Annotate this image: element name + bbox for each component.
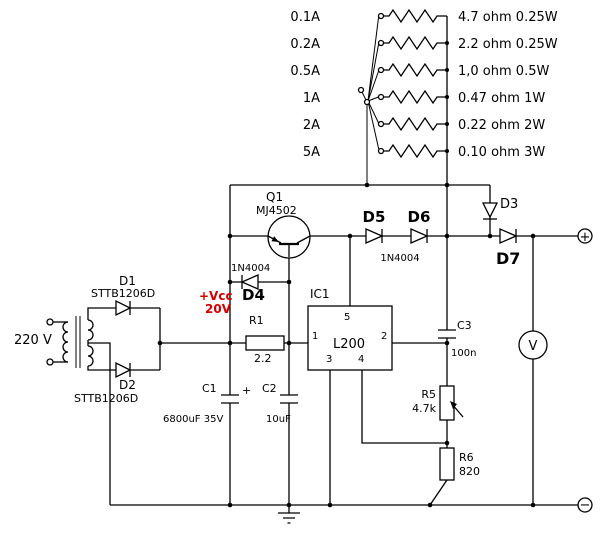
sense-label-0: 4.7 ohm 0.25W [458, 10, 558, 25]
current-range-switch [357, 12, 385, 155]
sense-label-5: 0.10 ohm 3W [458, 145, 545, 160]
diode-d3 [481, 202, 499, 220]
sense-label-2: 1,0 ohm 0.5W [458, 64, 549, 79]
ic-l200 [307, 305, 393, 371]
switch-pole-contact [357, 86, 365, 94]
transformer-primary-coil [62, 321, 69, 363]
cap-c2 [280, 394, 298, 404]
label-pin3: 3 [326, 354, 332, 365]
mains-terminal-top [46, 318, 54, 326]
label-vcc-voltage: 20V [205, 302, 232, 316]
output-terminal-positive [577, 228, 593, 244]
transistor-q1 [267, 215, 311, 259]
diode-d2 [115, 361, 132, 379]
sense-label-3: 0.47 ohm 1W [458, 91, 545, 106]
label-r5-value: 4.7k [412, 402, 436, 415]
sense-label-4: 0.22 ohm 2W [458, 118, 545, 133]
label-d2: D2 [119, 378, 136, 392]
transformer-secondary-coil [87, 319, 94, 367]
label-d4-part: 1N4004 [231, 263, 270, 274]
label-q1: Q1 [266, 190, 283, 204]
label-pin2: 2 [381, 331, 387, 342]
label-d7: D7 [496, 249, 520, 268]
label-r5: R5 [421, 388, 436, 401]
resistor-r6 [439, 447, 455, 481]
sense-resistor-labels: 4.7 ohm 0.25W 2.2 ohm 0.25W 1,0 ohm 0.5W… [458, 10, 558, 160]
negative-terminal-label: − [580, 498, 591, 513]
label-d4: D4 [242, 286, 265, 304]
label-c3: C3 [457, 319, 472, 332]
label-c2-value: 10uF [266, 414, 291, 425]
sense-label-1: 2.2 ohm 0.25W [458, 37, 558, 52]
ground-symbol [278, 505, 300, 524]
pot-wiper-arrow [450, 401, 457, 409]
label-c1-polarity: + [242, 384, 251, 397]
transformer [46, 316, 94, 368]
q1-emitter-arrow [271, 236, 279, 242]
diode-d7 [499, 228, 518, 244]
output-terminal-negative [577, 497, 593, 513]
mains-terminal-bottom [46, 358, 54, 366]
label-d3: D3 [500, 197, 518, 212]
voltmeter [518, 330, 548, 360]
label-r6: R6 [459, 451, 474, 464]
pot-r5 [439, 385, 464, 421]
label-d6: D6 [408, 208, 431, 226]
mains-voltage-label: 220 V [14, 333, 52, 348]
label-d2-part: STTB1206D [74, 392, 138, 405]
transformer-core [75, 316, 81, 368]
label-vcc: +Vcc [199, 289, 233, 303]
label-c2: C2 [262, 382, 277, 395]
cap-c1 [221, 394, 239, 404]
label-d5d6-part: 1N4004 [380, 253, 419, 264]
positive-terminal-label: + [580, 230, 591, 245]
switch-wiper-pivot [363, 98, 371, 106]
label-q1-part: MJ4502 [256, 204, 297, 217]
label-ic1-part: L200 [333, 337, 365, 352]
diode-d4 [240, 274, 259, 290]
label-r1-value: 2.2 [254, 352, 272, 365]
current-range-labels: 0.1A 0.2A 0.5A 1A 2A 5A [290, 10, 320, 160]
diode-d1 [115, 299, 132, 317]
label-pin5: 5 [344, 312, 350, 323]
range-label-2: 0.5A [290, 64, 320, 79]
label-ic1: IC1 [310, 287, 330, 301]
range-label-0: 0.1A [290, 10, 320, 25]
voltmeter-label: V [529, 339, 538, 354]
label-pin1: 1 [312, 331, 318, 342]
label-pin4: 4 [358, 354, 364, 365]
label-c1-value: 6800uF 35V [163, 414, 223, 425]
range-label-5: 5A [303, 145, 320, 160]
label-r1: R1 [249, 314, 264, 327]
label-d5: D5 [363, 208, 386, 226]
label-c1: C1 [202, 382, 217, 395]
range-label-4: 2A [303, 118, 320, 133]
labels: 220 V D1 STTB1206D D2 STTB1206D +Vcc 20V… [14, 190, 590, 513]
junction-dots [157, 41, 536, 508]
diode-d6 [410, 228, 429, 244]
label-d1: D1 [119, 274, 136, 288]
label-r6-value: 820 [459, 465, 480, 478]
label-d1-part: STTB1206D [91, 287, 155, 300]
cap-c3 [438, 329, 456, 339]
label-c3-value: 100n [451, 348, 476, 359]
range-label-3: 1A [303, 91, 320, 106]
range-label-1: 0.2A [290, 37, 320, 52]
resistor-r1 [245, 335, 285, 351]
sense-resistor-bank [384, 8, 447, 159]
diode-d5 [365, 228, 384, 244]
